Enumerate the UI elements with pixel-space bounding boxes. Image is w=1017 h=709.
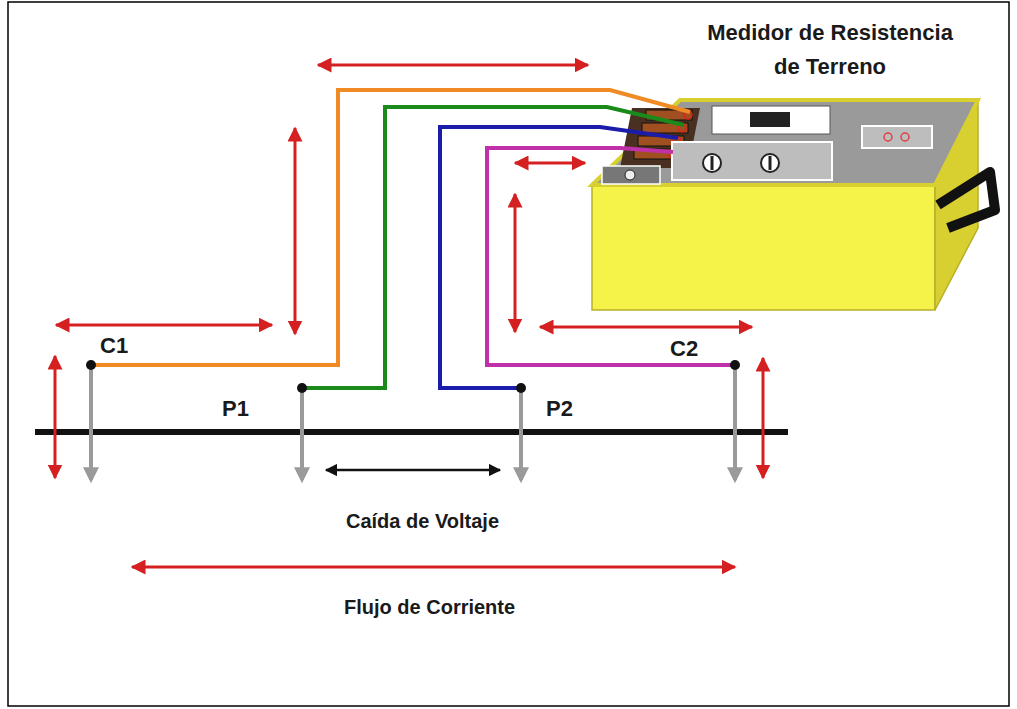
ground-resistance-meter [592,100,995,310]
meter-node: Medidor de Resistencia de Terreno [699,16,961,84]
electrode-label: C1 [100,333,128,359]
frame [8,2,1009,706]
meter-title: Medidor de Resistencia de Terreno [699,16,961,84]
electrode-label: P2 [546,396,573,422]
current-flow-label: Flujo de Corriente [344,595,515,619]
voltage-drop-arrow [326,469,500,472]
wire-c2 [487,148,735,365]
dimension-arrows [55,65,763,567]
electrodes [86,360,740,480]
electrode-label: C2 [670,336,698,362]
voltage-drop-label: Caída de Voltaje [346,509,499,533]
electrode-label: P1 [222,396,249,422]
wire-p2 [440,127,678,388]
ground-line [35,429,788,435]
